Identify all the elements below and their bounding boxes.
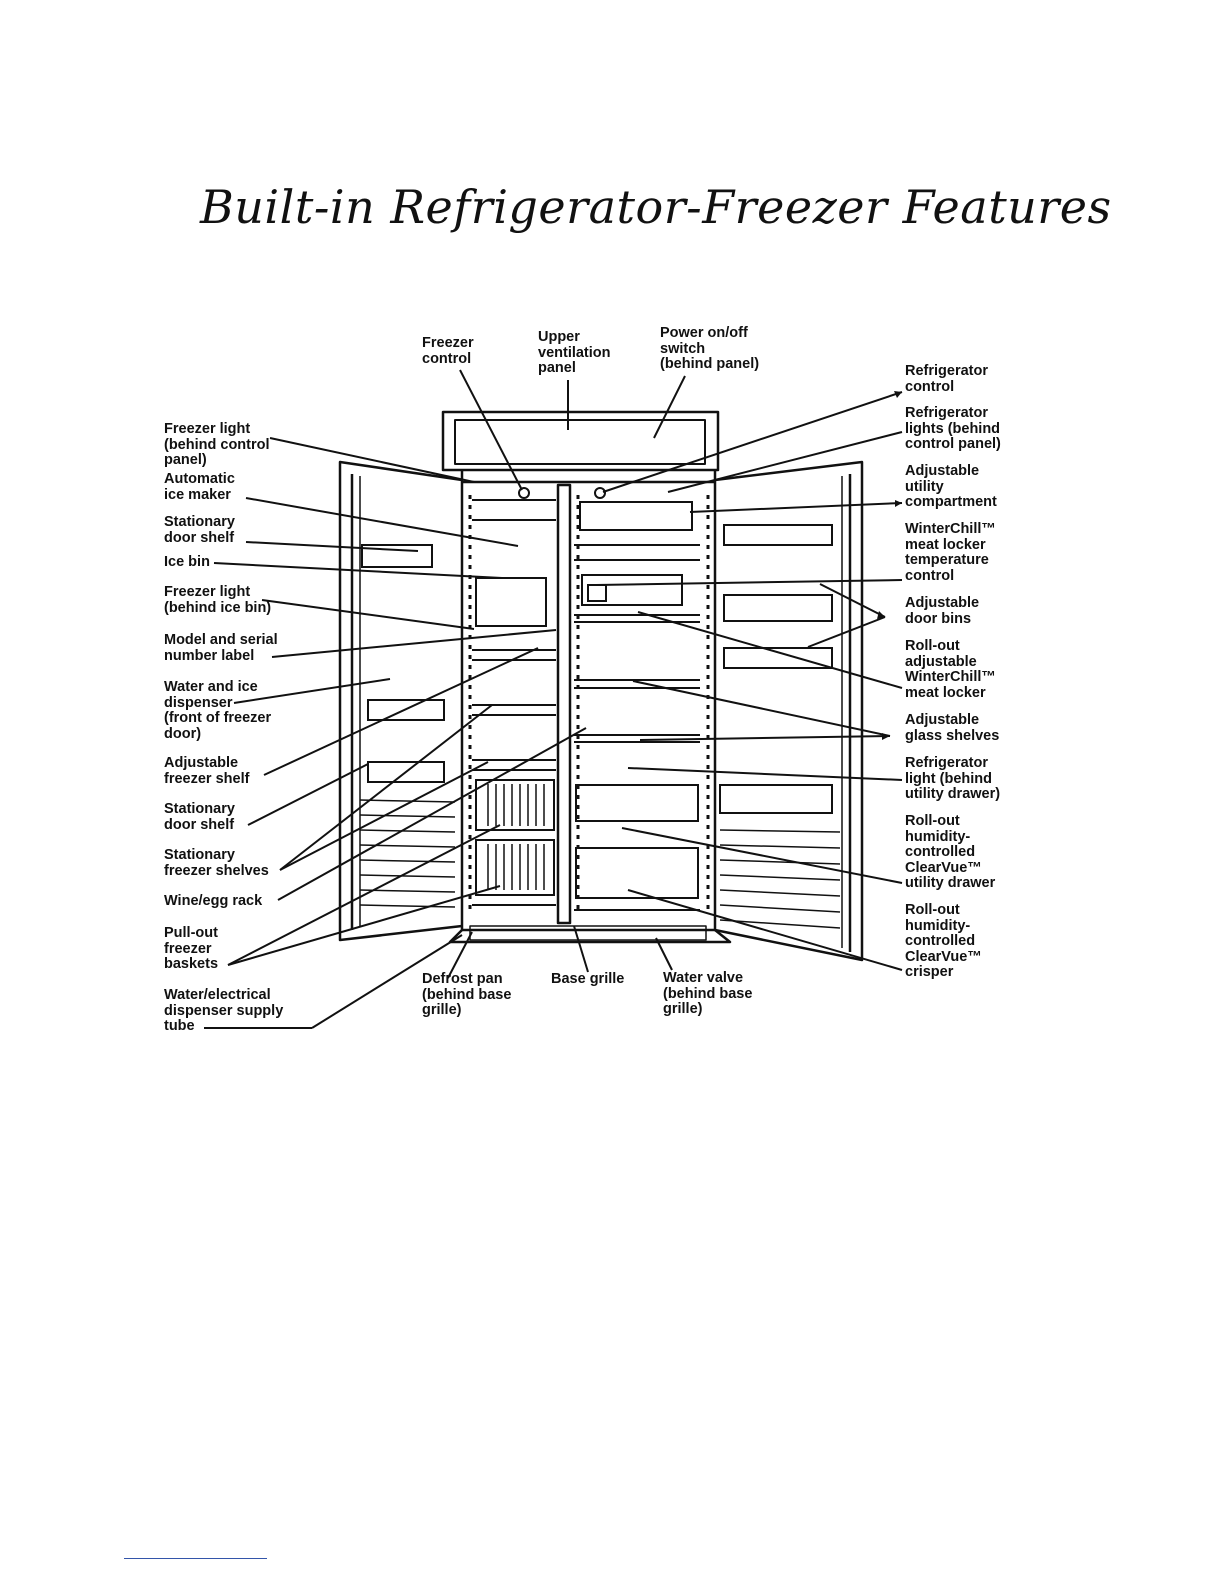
label-adjustable-utility-compartment: Adjustable utility compartment (905, 463, 997, 510)
label-adjustable-door-bins: Adjustable door bins (905, 595, 980, 627)
label-freezer-control: Freezer control (422, 335, 474, 367)
label-stationary-door-shelf-lower: Stationary door shelf (164, 801, 235, 833)
label-base-grille: Base grille (551, 971, 625, 987)
label-ice-bin: Ice bin (164, 554, 210, 570)
label-refrigerator-control: Refrigerator control (905, 363, 988, 395)
label-rollout-utility-drawer: Roll-out humidity- controlled ClearVue™ … (905, 813, 996, 891)
page-title: Built-in Refrigerator-Freezer Features (200, 180, 1112, 234)
label-adjustable-glass-shelves: Adjustable glass shelves (905, 712, 1000, 744)
label-pullout-freezer-baskets: Pull-out freezer baskets (164, 925, 219, 972)
label-freezer-light-control-panel: Freezer light (behind control panel) (164, 421, 270, 468)
label-refrigerator-lights: Refrigerator lights (behind control pane… (905, 405, 1001, 452)
label-automatic-ice-maker: Automatic ice maker (164, 471, 235, 503)
label-refrigerator-light: Refrigerator light (behind utility drawe… (905, 755, 1001, 802)
label-rollout-meat-locker: Roll-out adjustable WinterChill™ meat lo… (905, 638, 996, 701)
footer-rule (124, 1558, 267, 1559)
label-upper-ventilation-panel: Upper ventilation panel (538, 329, 611, 376)
label-adjustable-freezer-shelf: Adjustable freezer shelf (164, 755, 250, 787)
label-water-ice-dispenser: Water and ice dispenser (front of freeze… (164, 679, 272, 742)
label-power-switch: Power on/off switch (behind panel) (660, 325, 760, 372)
label-water-valve: Water valve (behind base grille) (663, 970, 753, 1017)
label-stationary-door-shelf-upper: Stationary door shelf (164, 514, 235, 546)
label-rollout-crisper: Roll-out humidity- controlled ClearVue™ … (905, 902, 982, 980)
label-freezer-light-ice-bin: Freezer light (behind ice bin) (164, 584, 272, 616)
label-defrost-pan: Defrost pan (behind base grille) (422, 971, 512, 1018)
label-wine-egg-rack: Wine/egg rack (164, 893, 263, 909)
label-model-serial: Model and serial number label (164, 632, 278, 664)
label-winterchill-control: WinterChill™ meat locker temperature con… (905, 521, 996, 584)
label-stationary-freezer-shelves: Stationary freezer shelves (164, 847, 269, 879)
label-water-electrical-tube: Water/electrical dispenser supply tube (164, 987, 284, 1034)
